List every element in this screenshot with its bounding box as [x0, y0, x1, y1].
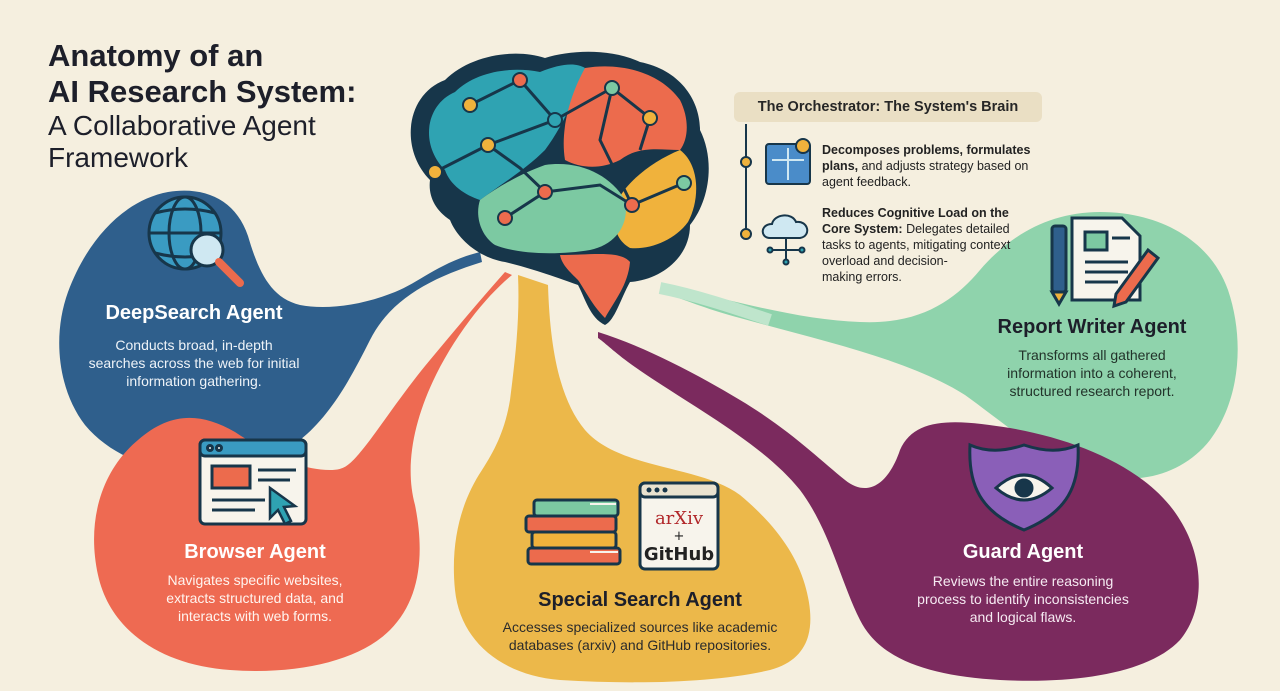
brain-icon [410, 51, 709, 325]
special-agent-name: Special Search Agent [538, 589, 742, 611]
deepsearch-agent-desc: Conducts broad, in-depth searches across… [58, 336, 330, 390]
guard-agent-name: Guard Agent [962, 541, 1084, 563]
orchestrator-item-2: Reduces Cognitive Load on the Core Syste… [822, 205, 1010, 285]
title-line-4: Framework [48, 142, 189, 173]
guard-desc-line-2: process to identify inconsistencies [917, 591, 1129, 607]
report-desc-line-3: structured research report. [1009, 383, 1175, 399]
orch-item2-line4: overload and decision- [822, 254, 948, 268]
orchestrator-item-1: Decomposes problems, formulates plans, a… [822, 142, 1030, 190]
deepsearch-agent-name: DeepSearch Agent [105, 302, 283, 324]
orch-item1-line3: agent feedback. [822, 175, 911, 189]
orch-item2-bold-a: Reduces Cognitive Load on the [822, 206, 1009, 220]
special-blob [453, 275, 811, 683]
deepsearch-desc-line-2: searches across the web for initial [88, 355, 300, 371]
guard-agent-desc: Reviews the entire reasoning process to … [892, 572, 1154, 626]
guard-desc-line-3: and logical flaws. [969, 609, 1077, 625]
title-line-2: AI Research System: [48, 74, 357, 109]
cursor-icon [268, 485, 299, 526]
logo-plus-text: + [674, 529, 685, 544]
browser-agent-desc: Navigates specific websites, extracts st… [128, 571, 382, 625]
report-connector [658, 282, 772, 326]
deepsearch-desc-line-3: information gathering. [126, 373, 262, 389]
orch-item2-bold-b: Core System: [822, 222, 903, 236]
orchestrator-timeline [740, 124, 752, 240]
title-line-3: A Collaborative Agent [48, 110, 316, 141]
github-logo-text: GitHub [644, 544, 714, 565]
special-desc-line-1: Accesses specialized sources like academ… [502, 619, 778, 635]
cloud-network-icon [761, 214, 809, 266]
browser-agent-name: Browser Agent [184, 541, 326, 563]
report-agent-desc: Transforms all gathered information into… [972, 346, 1212, 400]
orch-item2-line3: tasks to agents, mitigating context [822, 238, 1011, 252]
browser-desc-line-2: extracts structured data, and [166, 590, 344, 606]
title-line-1: Anatomy of an [48, 38, 264, 73]
shield-eye-icon [968, 442, 1080, 532]
guard-desc-line-1: Reviews the entire reasoning [932, 573, 1114, 589]
orchestrator-heading: The Orchestrator: The System's Brain [734, 92, 1042, 122]
orch-item1-bold-b: plans, [822, 159, 859, 173]
books-icon [524, 498, 622, 566]
orch-item1-bold-a: Decomposes problems, formulates [822, 143, 1031, 157]
deepsearch-blob [59, 190, 483, 473]
browser-desc-line-3: interacts with web forms. [177, 608, 333, 624]
report-agent-name: Report Writer Agent [997, 316, 1187, 338]
browser-desc-line-1: Navigates specific websites, [167, 572, 343, 588]
deepsearch-desc-line-1: Conducts broad, in-depth [115, 337, 273, 353]
special-desc-line-2: databases (arxiv) and GitHub repositorie… [508, 637, 772, 653]
orch-item2-rest-b: Delegates detailed [902, 222, 1010, 236]
arxiv-github-window-icon [638, 481, 720, 571]
guard-blob [598, 332, 1199, 681]
document-pen-icon [1049, 216, 1161, 309]
report-desc-line-1: Transforms all gathered [1018, 347, 1166, 363]
browser-window-icon [198, 438, 308, 526]
orch-item2-line5: making errors. [822, 270, 902, 284]
magnifier-icon [189, 232, 244, 287]
report-desc-line-2: information into a coherent, [1007, 365, 1177, 381]
orch-item1-rest-b: and adjusts strategy based on [858, 159, 1029, 173]
blueprint-gear-icon [765, 138, 811, 185]
special-agent-desc: Accesses specialized sources like academ… [468, 618, 812, 654]
arxiv-logo-text: arXiv [655, 508, 704, 529]
